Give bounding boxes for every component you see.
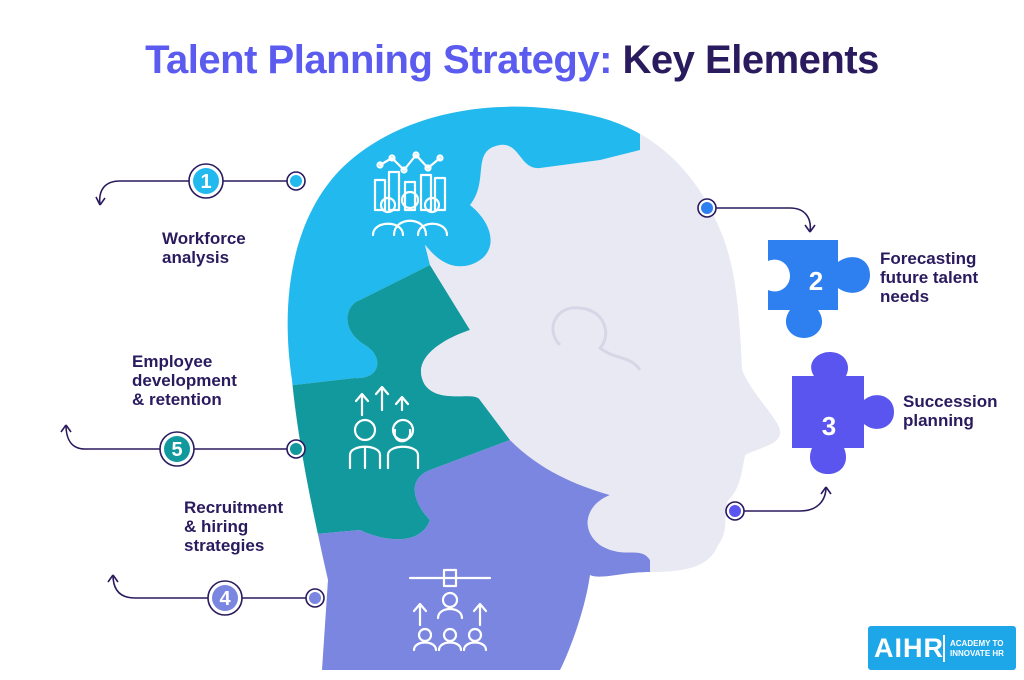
- badge-4-number: 4: [219, 588, 231, 610]
- puzzle-piece-2: 2: [768, 240, 870, 338]
- badge-5: 5: [159, 431, 195, 467]
- badge-5-number: 5: [171, 439, 182, 461]
- connectors: [60, 180, 832, 599]
- connector-3: [735, 486, 827, 512]
- label-employee-development: Employee development & retention: [132, 352, 237, 409]
- connector-5: [65, 424, 296, 450]
- connector-5-arrowhead: [60, 424, 72, 433]
- logo-tagline: ACADEMY TO INNOVATE HR: [950, 639, 1004, 658]
- logo-divider: [943, 635, 945, 662]
- title-part-1: Talent Planning Strategy:: [145, 38, 612, 82]
- connector-3-arrowhead: [820, 486, 832, 495]
- recruitment-icon: [408, 568, 492, 652]
- logo-brand: AIHR: [874, 633, 944, 663]
- badge-4: 4: [207, 580, 243, 616]
- piece-recruitment: [287, 440, 650, 671]
- label-forecasting: Forecasting future talent needs: [880, 249, 979, 306]
- title-part-2: Key Elements: [622, 38, 880, 82]
- connector-dots: [286, 171, 745, 608]
- head-silhouette: [287, 106, 780, 671]
- badge-1-number: 1: [200, 171, 211, 193]
- badge-1: 1: [188, 163, 224, 199]
- page-title: Talent Planning Strategy: Key Elements: [0, 38, 1024, 83]
- puzzle-2-number: 2: [809, 266, 823, 296]
- puzzle-seam: [551, 306, 642, 371]
- employee-growth-icon: [348, 385, 420, 470]
- puzzle-3-number: 3: [822, 411, 836, 441]
- label-recruitment: Recruitment & hiring strategies: [184, 498, 284, 555]
- puzzle-piece-3: 3: [792, 352, 894, 474]
- piece-employee-development: [287, 265, 510, 540]
- workforce-analysis-icon: [371, 151, 449, 237]
- connector-1: [98, 180, 296, 206]
- label-succession-planning: Succession planning: [903, 392, 998, 430]
- connector-2-arrowhead: [804, 224, 816, 233]
- aihr-logo: AIHR ACADEMY TO INNOVATE HR: [868, 626, 1016, 670]
- connector-4-arrowhead: [107, 574, 119, 583]
- connector-2: [707, 207, 812, 233]
- connector-1-arrowhead: [95, 196, 106, 206]
- label-workforce-analysis: Workforce analysis: [162, 229, 246, 267]
- face-puzzle-piece: [421, 106, 780, 671]
- connector-4: [112, 574, 315, 599]
